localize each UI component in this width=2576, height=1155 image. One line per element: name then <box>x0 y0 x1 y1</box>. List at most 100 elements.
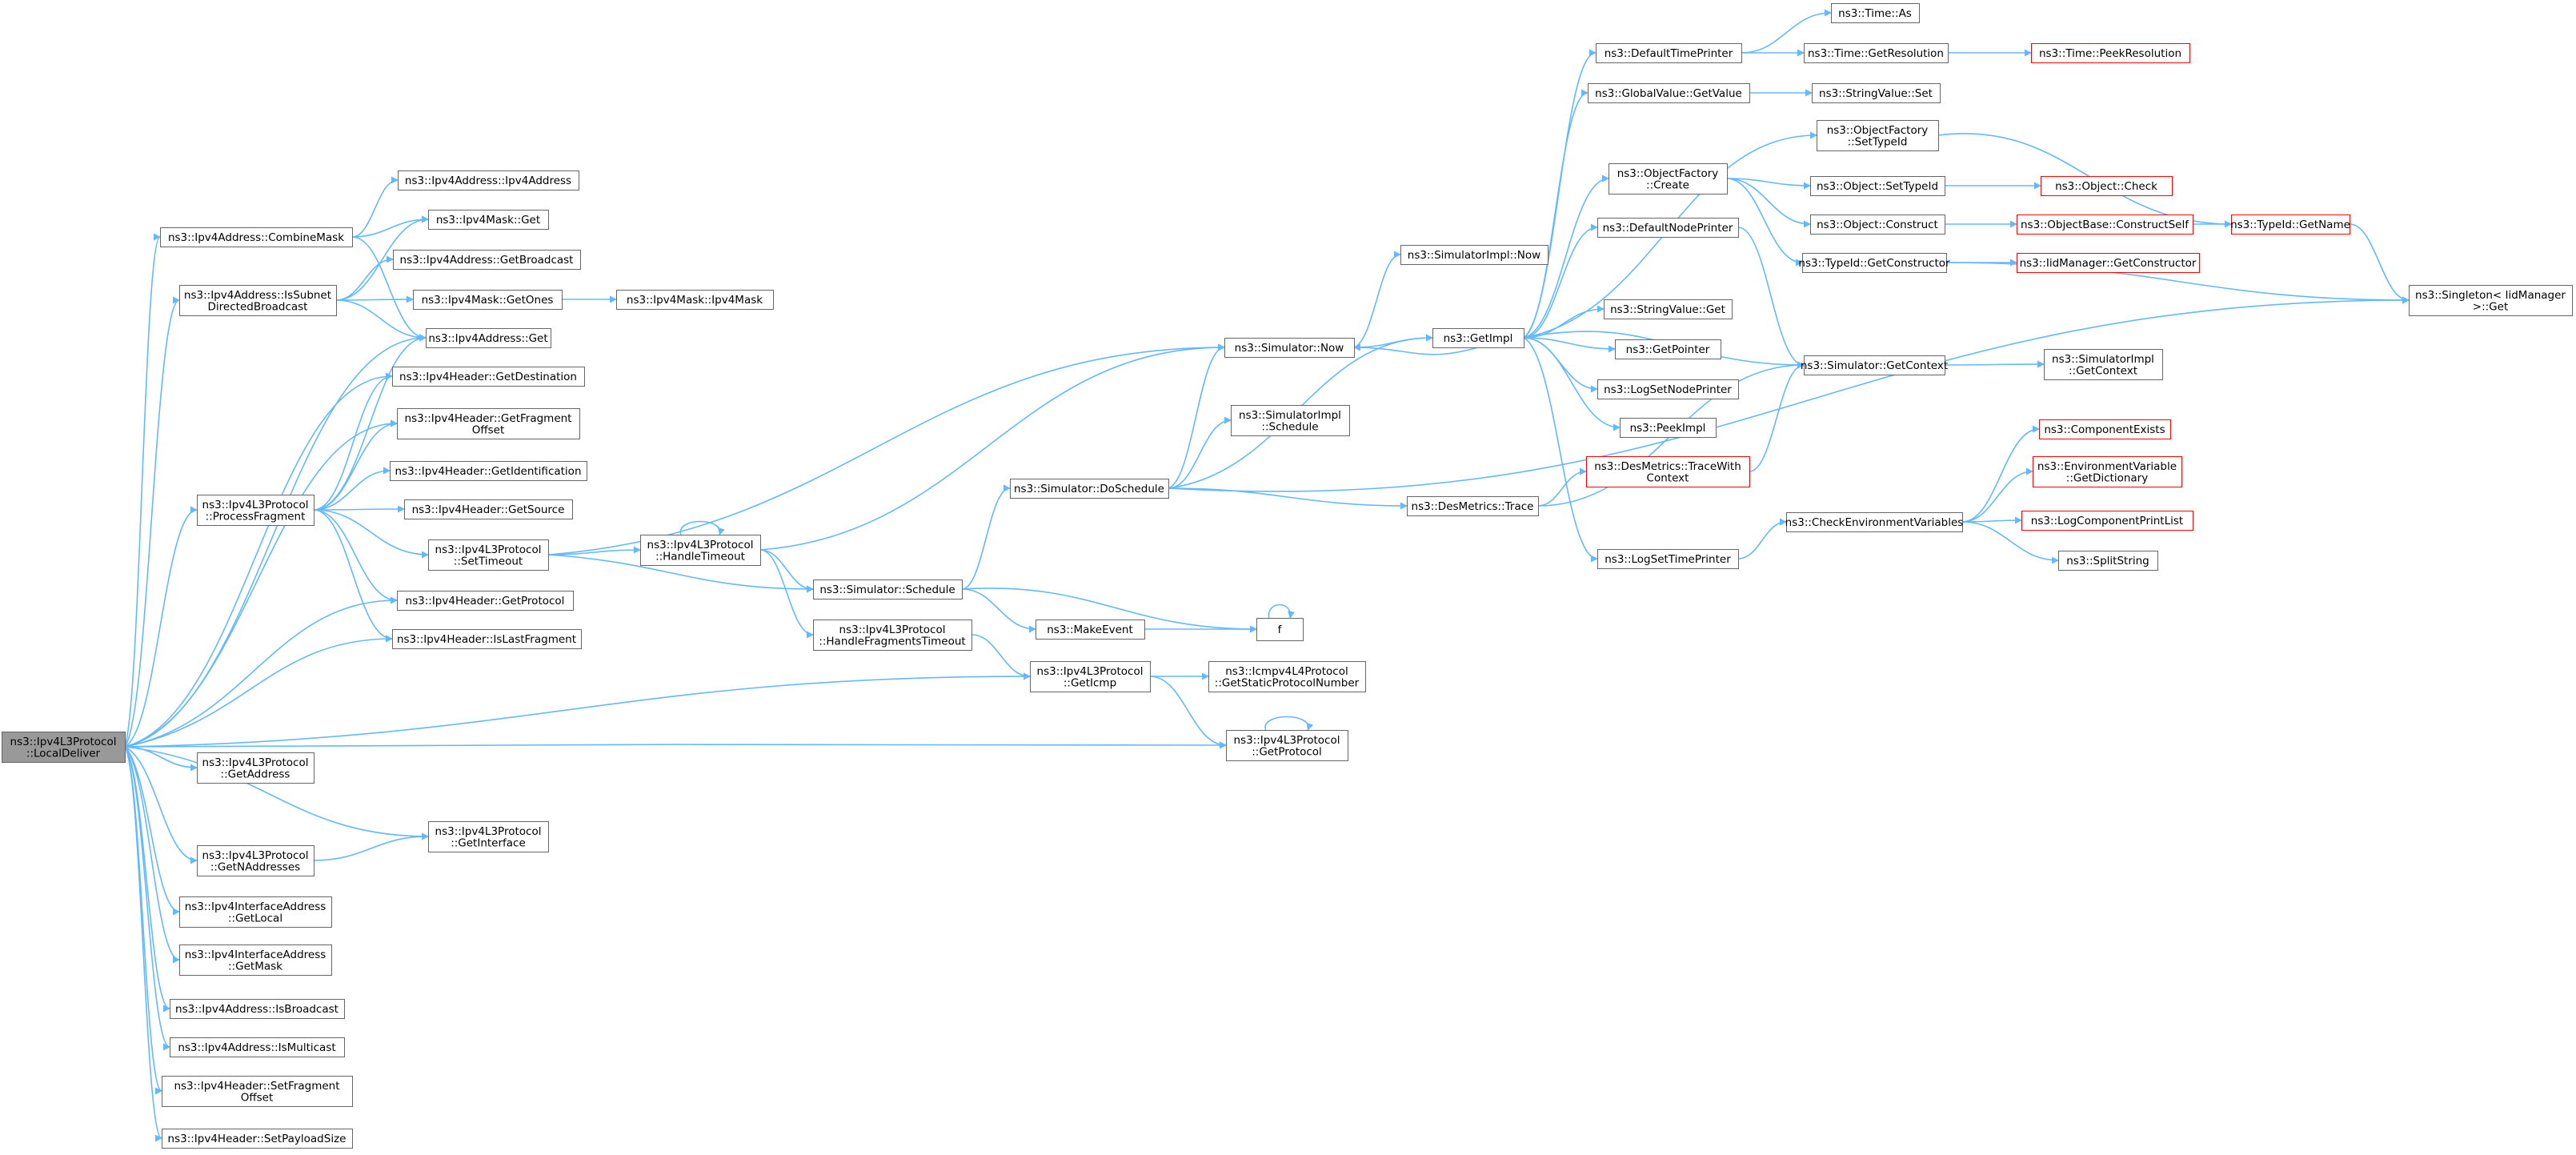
node-sigc[interactable]: ns3::SimulatorImpl::GetContext <box>2044 349 2163 380</box>
node-sisc[interactable]: ns3::SimulatorImpl::Schedule <box>1231 405 1350 436</box>
node-ofc[interactable]: ns3::ObjectFactory::Create <box>1608 163 1728 195</box>
node-label: ns3::EnvironmentVariable <box>2037 460 2177 473</box>
node-dnp[interactable]: ns3::DefaultNodePrinter <box>1597 218 1739 238</box>
node-ld[interactable]: ns3::Ipv4L3Protocol::LocalDeliver <box>2 732 126 763</box>
node-gna[interactable]: ns3::Ipv4L3Protocol::GetNAddresses <box>197 845 314 876</box>
node-label: ns3::DefaultTimePrinter <box>1604 47 1733 60</box>
node-obcs[interactable]: ns3::ObjectBase::ConstructSelf <box>2017 215 2193 235</box>
edge-cev-to-evgd <box>1961 467 2033 523</box>
node-lstp[interactable]: ns3::LogSetTimePrinter <box>1597 549 1739 569</box>
node-iagm[interactable]: ns3::Ipv4InterfaceAddress::GetMask <box>179 944 332 976</box>
node-snow[interactable]: ns3::Simulator::Now <box>1224 338 1355 358</box>
node-ssch[interactable]: ns3::Simulator::Schedule <box>813 580 963 600</box>
node-oc[interactable]: ns3::Object::Construct <box>1810 215 1945 235</box>
node-ic4[interactable]: ns3::Icmpv4L4Protocol::GetStaticProtocol… <box>1208 661 1366 692</box>
node-label: ns3::Time::GetResolution <box>1808 47 1944 60</box>
node-tgc[interactable]: ns3::TypeId::GetConstructor <box>1798 253 1950 273</box>
node-pf[interactable]: ns3::Ipv4L3Protocol::ProcessFragment <box>197 495 314 526</box>
node-gadr[interactable]: ns3::Ipv4L3Protocol::GetAddress <box>197 752 314 784</box>
node-gptr[interactable]: ns3::GetPointer <box>1615 339 1721 359</box>
node-box <box>428 821 549 852</box>
edge-pf-to-gdst <box>313 372 393 511</box>
node-hgp[interactable]: ns3::Ipv4Header::GetProtocol <box>397 591 574 611</box>
node-box <box>616 290 774 310</box>
node-dtp[interactable]: ns3::DefaultTimePrinter <box>1596 43 1742 63</box>
node-tas[interactable]: ns3::Time::As <box>1831 3 1920 23</box>
node-lcpl[interactable]: ns3::LogComponentPrintList <box>2021 511 2193 531</box>
node-isdb[interactable]: ns3::Ipv4Address::IsSubnetDirectedBroadc… <box>179 285 337 316</box>
node-sps[interactable]: ns3::Ipv4Header::SetPayloadSize <box>162 1129 353 1149</box>
node-iagl[interactable]: ns3::Ipv4InterfaceAddress::GetLocal <box>179 896 332 928</box>
node-och[interactable]: ns3::Object::Check <box>2041 176 2173 196</box>
node-gicm[interactable]: ns3::Ipv4L3Protocol::GetIcmp <box>1030 661 1151 692</box>
node-ht[interactable]: ns3::Ipv4L3Protocol::HandleTimeout <box>640 535 761 566</box>
node-tgn[interactable]: ns3::TypeId::GetName <box>2230 215 2350 235</box>
node-box <box>1010 479 1169 499</box>
node-mv4m[interactable]: ns3::Ipv4Mask::Ipv4Mask <box>616 290 774 310</box>
edge-ld-to-pf <box>124 506 198 748</box>
node-gimp[interactable]: ns3::GetImpl <box>1432 328 1524 348</box>
node-sgc[interactable]: ns3::Simulator::GetContext <box>1801 355 1948 375</box>
node-cm[interactable]: ns3::Ipv4Address::CombineMask <box>160 227 353 247</box>
node-pki[interactable]: ns3::PeekImpl <box>1620 418 1717 438</box>
node-ost[interactable]: ns3::Object::SetTypeId <box>1810 176 1945 196</box>
node-gsrc[interactable]: ns3::Ipv4Header::GetSource <box>404 499 573 519</box>
node-aget[interactable]: ns3::Ipv4Address::Get <box>426 328 551 348</box>
node-label: ns3::StringValue::Set <box>1819 87 1933 100</box>
node-imgc[interactable]: ns3::IidManager::GetConstructor <box>2017 253 2200 273</box>
node-box <box>1786 512 1963 532</box>
node-ss[interactable]: ns3::SplitString <box>2058 551 2158 571</box>
node-st[interactable]: ns3::Ipv4L3Protocol::SetTimeout <box>428 539 549 571</box>
node-box <box>1804 43 1949 63</box>
node-v4a[interactable]: ns3::Ipv4Address::Ipv4Address <box>398 170 579 190</box>
node-f[interactable]: f <box>1256 618 1304 641</box>
node-hft[interactable]: ns3::Ipv4L3Protocol::HandleFragmentsTime… <box>813 620 972 651</box>
node-tpr[interactable]: ns3::Time::PeekResolution <box>2031 43 2190 63</box>
node-mget[interactable]: ns3::Ipv4Mask::Get <box>428 210 549 230</box>
node-evgd[interactable]: ns3::EnvironmentVariable::GetDictionary <box>2033 456 2182 487</box>
node-me[interactable]: ns3::MakeEvent <box>1036 620 1145 640</box>
node-label: ns3::GetPointer <box>1626 343 1710 356</box>
node-gif[interactable]: ns3::Ipv4L3Protocol::GetInterface <box>428 821 549 852</box>
node-box <box>397 591 574 611</box>
node-label: ::GetMask <box>228 960 282 973</box>
node-ce[interactable]: ns3::ComponentExists <box>2039 419 2171 439</box>
node-dmt[interactable]: ns3::DesMetrics::Trace <box>1407 496 1539 516</box>
node-svg[interactable]: ns3::StringValue::Get <box>1604 299 1733 319</box>
node-tgr[interactable]: ns3::Time::GetResolution <box>1804 43 1949 63</box>
node-box <box>1804 355 1945 375</box>
node-label: ns3::Ipv4L3Protocol <box>202 849 309 862</box>
edge-ld-to-gpro <box>124 741 1227 749</box>
node-sgim[interactable]: ns3::Singleton< IidManager >::Get <box>2409 285 2573 316</box>
edge-gimp-to-svg <box>1523 305 1604 339</box>
edge-dmtc-to-sgc <box>1749 361 1805 472</box>
node-gon[interactable]: ns3::Ipv4Mask::GetOnes <box>413 290 563 310</box>
node-gvgv[interactable]: ns3::GlobalValue::GetValue <box>1588 83 1750 103</box>
edge-ld-to-hgp <box>124 596 398 748</box>
node-gbc[interactable]: ns3::Ipv4Address::GetBroadcast <box>393 250 581 270</box>
node-sinw[interactable]: ns3::SimulatorImpl::Now <box>1400 245 1548 265</box>
edge-ssch-to-me <box>961 588 1036 633</box>
node-ism[interactable]: ns3::Ipv4Address::IsMulticast <box>170 1037 345 1057</box>
node-label: ns3::Ipv4Address::Ipv4Address <box>405 174 571 187</box>
node-sds[interactable]: ns3::Simulator::DoSchedule <box>1010 479 1169 499</box>
node-label: Context <box>1647 471 1689 484</box>
node-isb[interactable]: ns3::Ipv4Address::IsBroadcast <box>170 999 345 1019</box>
node-lsnp[interactable]: ns3::LogSetNodePrinter <box>1597 379 1739 399</box>
node-ilf[interactable]: ns3::Ipv4Header::IsLastFragment <box>392 629 582 649</box>
node-box <box>197 495 314 526</box>
node-gpro[interactable]: ns3::Ipv4L3Protocol::GetProtocol <box>1226 730 1348 761</box>
edge-cev-to-ce <box>1961 425 2040 523</box>
edge-cm-to-aget <box>351 236 427 342</box>
edge-sds-to-sgim <box>1168 296 2410 492</box>
node-svs[interactable]: ns3::StringValue::Set <box>1812 83 1941 103</box>
node-gid[interactable]: ns3::Ipv4Header::GetIdentification <box>390 461 587 481</box>
node-ofst[interactable]: ns3::ObjectFactory::SetTypeId <box>1817 120 1939 151</box>
node-label: ns3::DesMetrics::TraceWith <box>1594 460 1741 473</box>
node-cev[interactable]: ns3::CheckEnvironmentVariables <box>1785 512 1964 532</box>
node-gdst[interactable]: ns3::Ipv4Header::GetDestination <box>392 367 585 387</box>
node-box <box>2021 511 2193 531</box>
